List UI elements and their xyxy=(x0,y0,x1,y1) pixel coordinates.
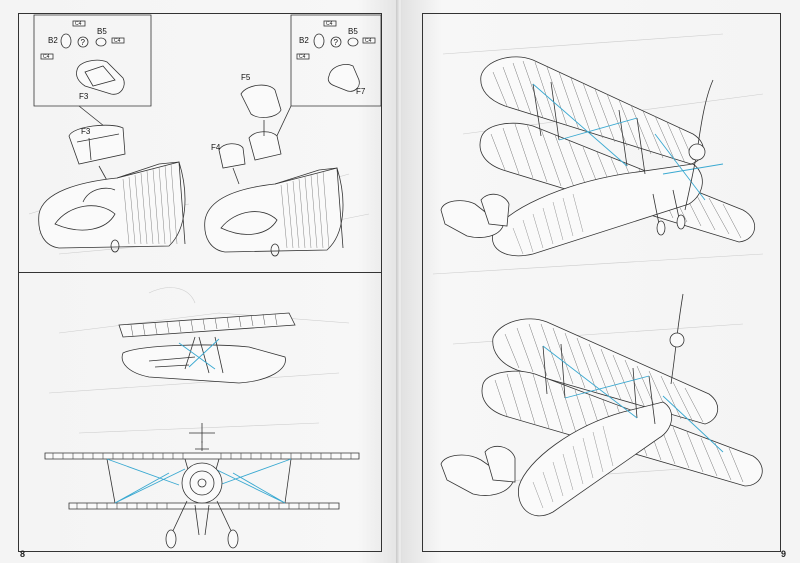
label-f5: F5 xyxy=(241,73,251,82)
label-f7-detail: F7 xyxy=(356,87,366,96)
page-number-right: 9 xyxy=(780,549,786,559)
canopy-f3 xyxy=(68,124,126,165)
binding-gutter xyxy=(396,0,404,563)
completed-model-views xyxy=(432,33,764,517)
svg-text:C4: C4 xyxy=(75,21,82,27)
svg-text:C4: C4 xyxy=(326,21,333,27)
svg-text:C4: C4 xyxy=(299,54,306,60)
label-b2: B2 xyxy=(48,36,58,45)
biplane-side-view xyxy=(118,312,296,384)
detail-left-parts xyxy=(40,20,125,95)
rigging-step xyxy=(44,287,360,549)
svg-text:C4: C4 xyxy=(365,38,372,44)
right-page: 9 xyxy=(402,0,800,563)
canopy-f3-detail xyxy=(76,59,125,95)
right-page-frame xyxy=(422,13,781,552)
svg-text:B2: B2 xyxy=(299,36,309,45)
canopy-f7-detail xyxy=(327,64,360,92)
left-page: B2 B5 C4 C4 C4 ? F3 xyxy=(0,0,398,563)
fuselage-right-step xyxy=(204,84,370,257)
label-f3: F3 xyxy=(81,127,91,136)
canopy-assembly-step: B2 B5 C4 C4 C4 ? F3 xyxy=(28,14,382,257)
left-page-frame: B2 B5 C4 C4 C4 ? F3 xyxy=(18,13,382,552)
fuselage-left-step xyxy=(28,124,190,255)
svg-text:C4: C4 xyxy=(43,54,50,60)
canopy-f4 xyxy=(218,143,246,169)
step-divider xyxy=(19,272,381,273)
svg-text:C4: C4 xyxy=(114,38,121,44)
detail-box-right xyxy=(290,14,382,107)
label-b5: B5 xyxy=(97,27,107,36)
svg-text:B5: B5 xyxy=(348,27,358,36)
label-f3-detail: F3 xyxy=(79,92,89,101)
detail-box-left xyxy=(33,14,152,107)
svg-text:?: ? xyxy=(334,38,339,47)
label-f4: F4 xyxy=(211,143,221,152)
page-number-left: 8 xyxy=(20,549,26,559)
engine-cowl xyxy=(181,462,223,504)
svg-text:?: ? xyxy=(81,38,86,47)
canopy-f5 xyxy=(240,84,282,118)
detail-right-parts xyxy=(296,20,376,92)
biplane-view-lower xyxy=(440,293,763,517)
biplane-front-view xyxy=(44,423,360,549)
biplane-view-upper xyxy=(440,56,755,257)
